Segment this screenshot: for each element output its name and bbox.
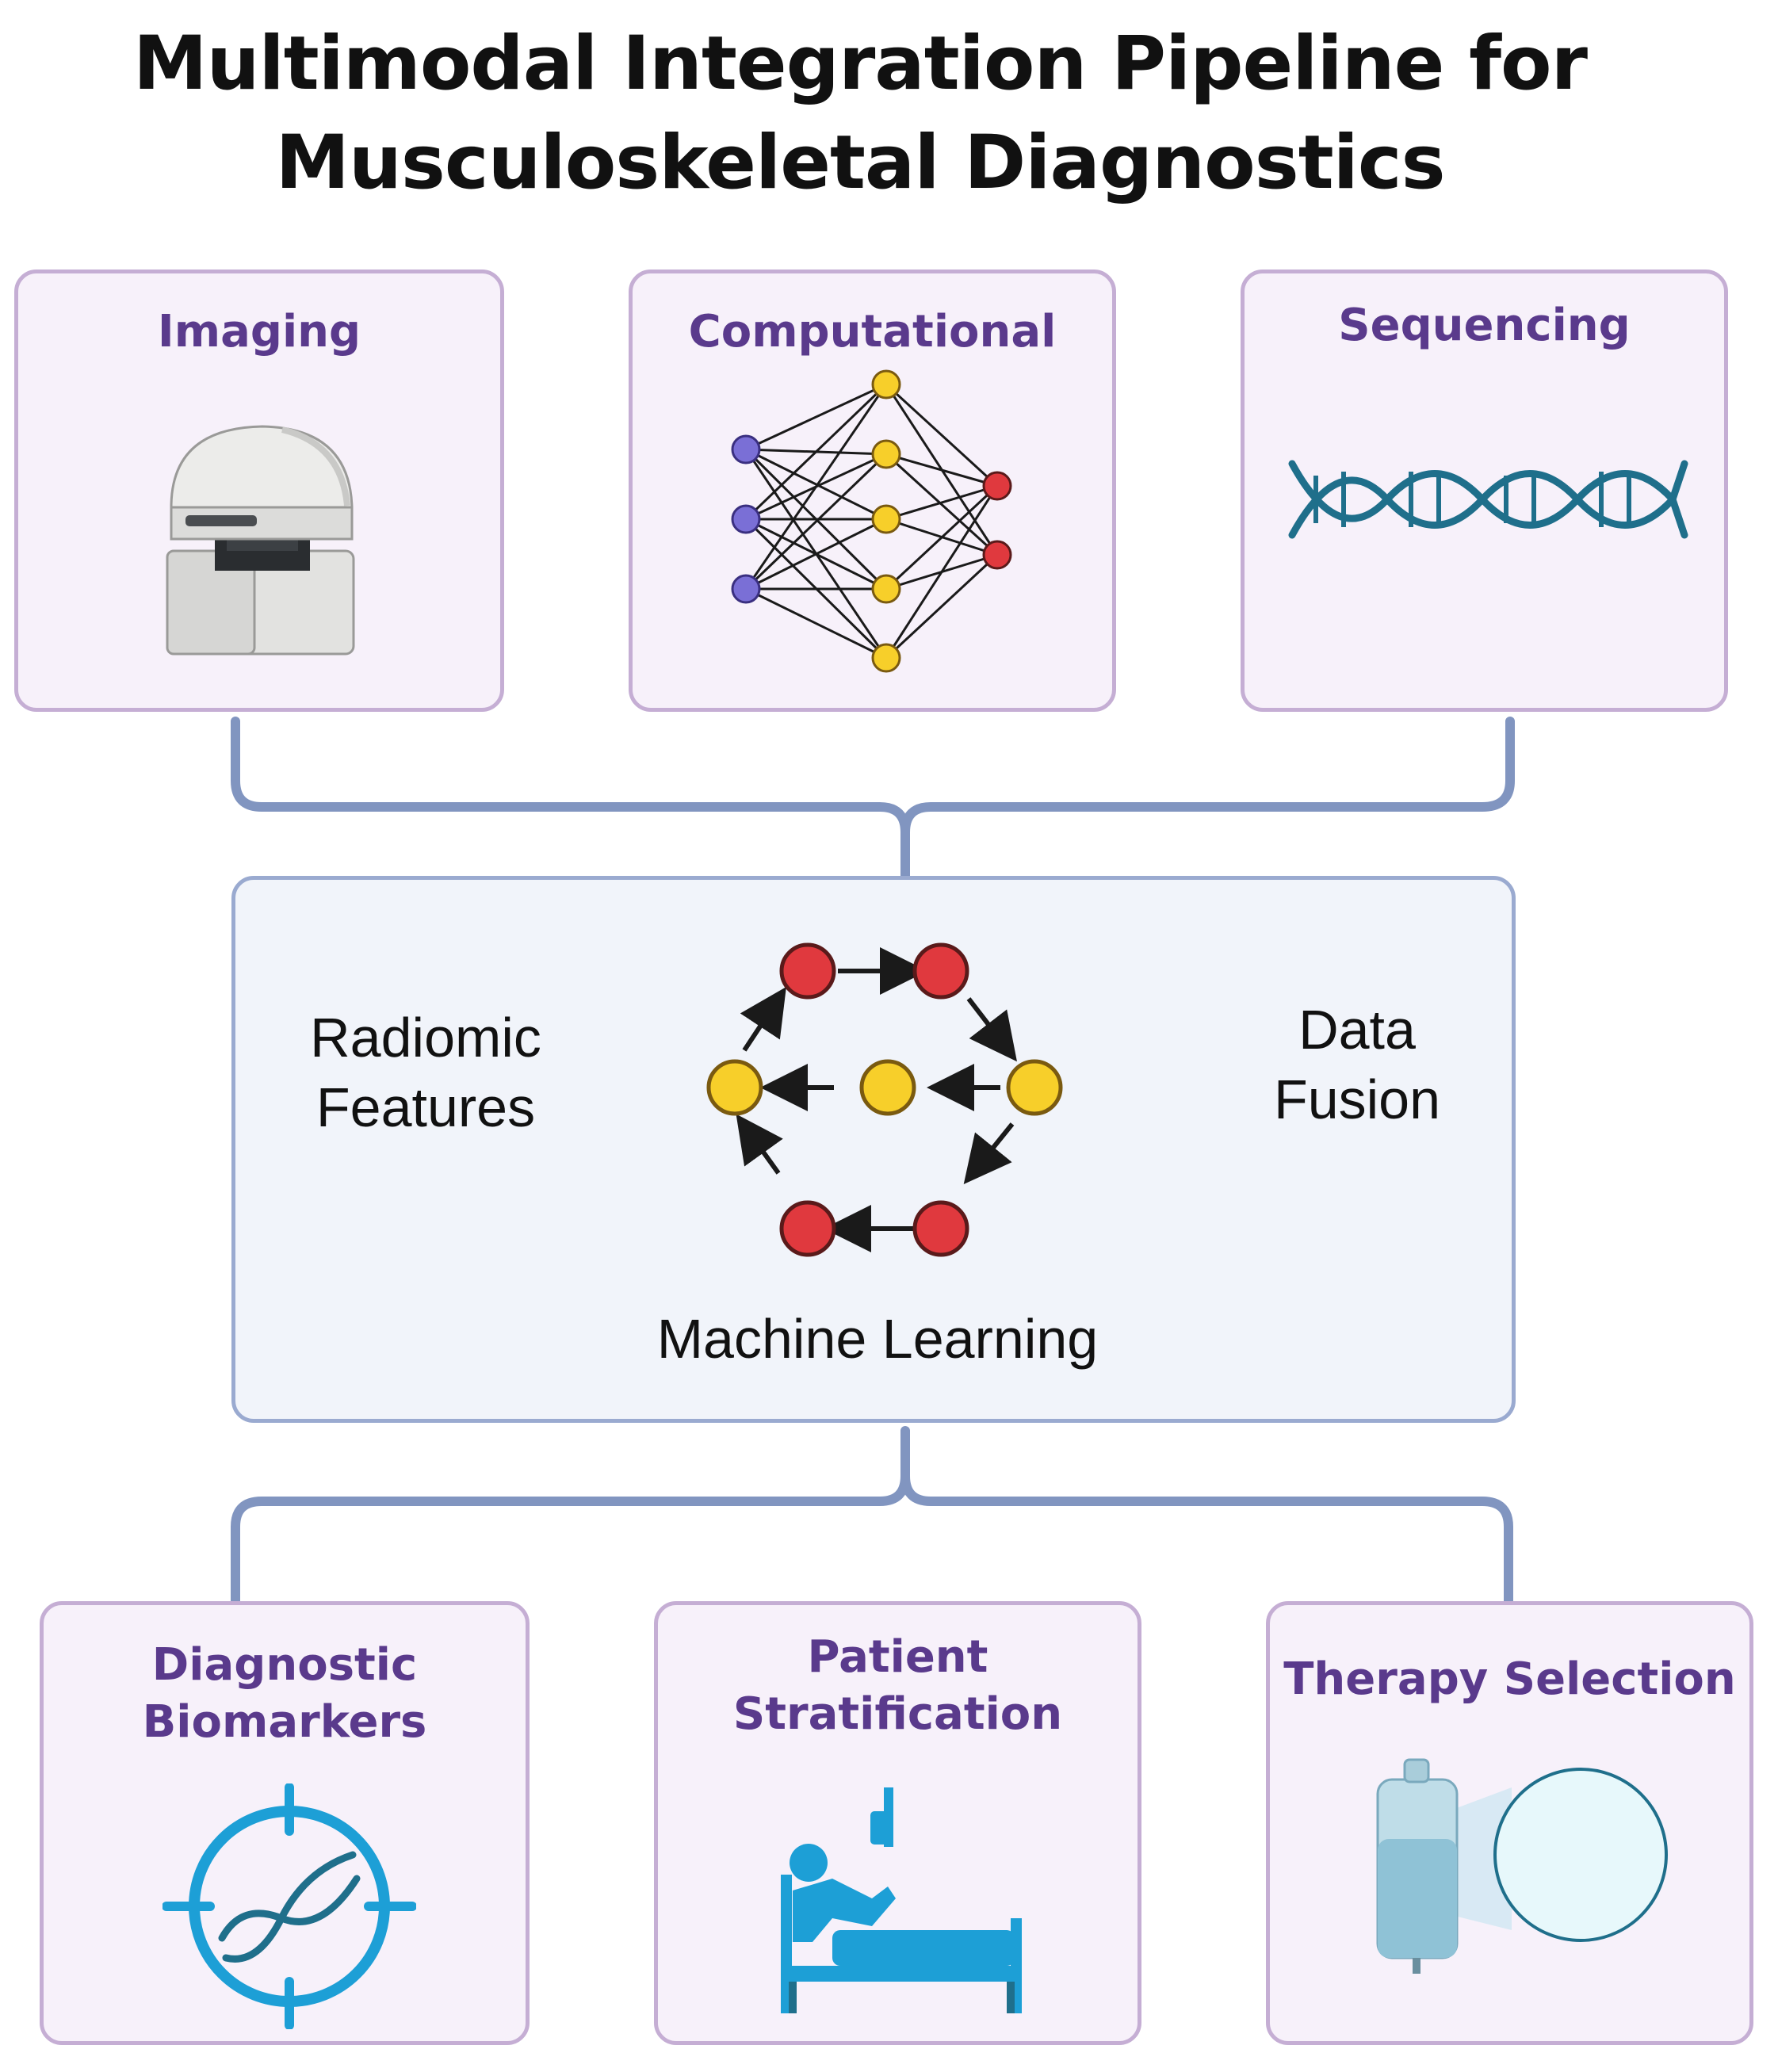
connector-bottom-branch [231, 1426, 1513, 1606]
nn-edge [745, 587, 887, 659]
mri-scanner-icon [166, 425, 355, 656]
dna-target-icon [163, 1783, 416, 2029]
nn-edge [885, 453, 999, 556]
nn-edge [885, 484, 998, 521]
nn-edge [745, 383, 887, 451]
nn-edge [885, 484, 999, 591]
dna-helix-icon [1288, 460, 1688, 539]
nn-output-node [982, 540, 1012, 570]
card-imaging-label: Imaging [157, 306, 361, 357]
nn-edge [885, 553, 999, 659]
card-patient-stratification: Patient Stratification [654, 1601, 1141, 2045]
nn-hidden-node [871, 504, 901, 534]
nn-input-node [731, 504, 761, 534]
nn-hidden-node [871, 643, 901, 673]
card-computational: Computational [629, 270, 1116, 712]
nn-hidden-node [871, 369, 901, 399]
patient-bed-icon [781, 1787, 1022, 2013]
radiomic-features-label: Radiomic Features [310, 1007, 541, 1138]
card-imaging: Imaging [14, 270, 504, 712]
nn-input-node [731, 574, 761, 604]
nn-hidden-node [871, 439, 901, 469]
iv-bag-magnify-icon [1376, 1758, 1668, 1974]
nn-edge [744, 384, 888, 590]
nn-edge [885, 383, 999, 487]
card-computational-label: Computational [688, 306, 1057, 357]
card-diagnostic-biomarkers-label: Diagnostic Biomarkers [142, 1639, 427, 1748]
neural-network-icon [731, 369, 1012, 673]
nn-edge [744, 383, 888, 521]
nn-edge [745, 448, 887, 521]
card-therapy-selection-label: Therapy Selection [1283, 1653, 1736, 1705]
title-line-2: Musculoskeletal Diagnostics [275, 120, 1445, 206]
nn-input-node [731, 434, 761, 464]
connector-top-branch [231, 717, 1515, 881]
card-therapy-selection: Therapy Selection [1266, 1601, 1753, 2045]
nn-hidden-node [871, 574, 901, 604]
data-fusion-label: Data Fusion [1273, 999, 1441, 1130]
machine-learning-label: Machine Learning [656, 1308, 1099, 1370]
nn-edge [744, 453, 888, 591]
title-line-1: Multimodal Integration Pipeline for [133, 21, 1588, 107]
page-title: Multimodal Integration Pipeline for Musc… [0, 14, 1720, 212]
nn-output-node [982, 471, 1012, 501]
card-diagnostic-biomarkers: Diagnostic Biomarkers [40, 1601, 530, 2045]
nn-edge [885, 453, 998, 487]
card-patient-stratification-label: Patient Stratification [732, 1631, 1063, 1740]
card-sequencing: Sequencing [1241, 270, 1728, 712]
integration-box: Radiomic Features Data Fusion Machine Le… [231, 876, 1516, 1423]
card-sequencing-label: Sequencing [1338, 300, 1631, 351]
ml-cycle-graph-icon [706, 942, 1063, 1257]
nn-edge [745, 518, 887, 591]
nn-edge [885, 485, 999, 659]
